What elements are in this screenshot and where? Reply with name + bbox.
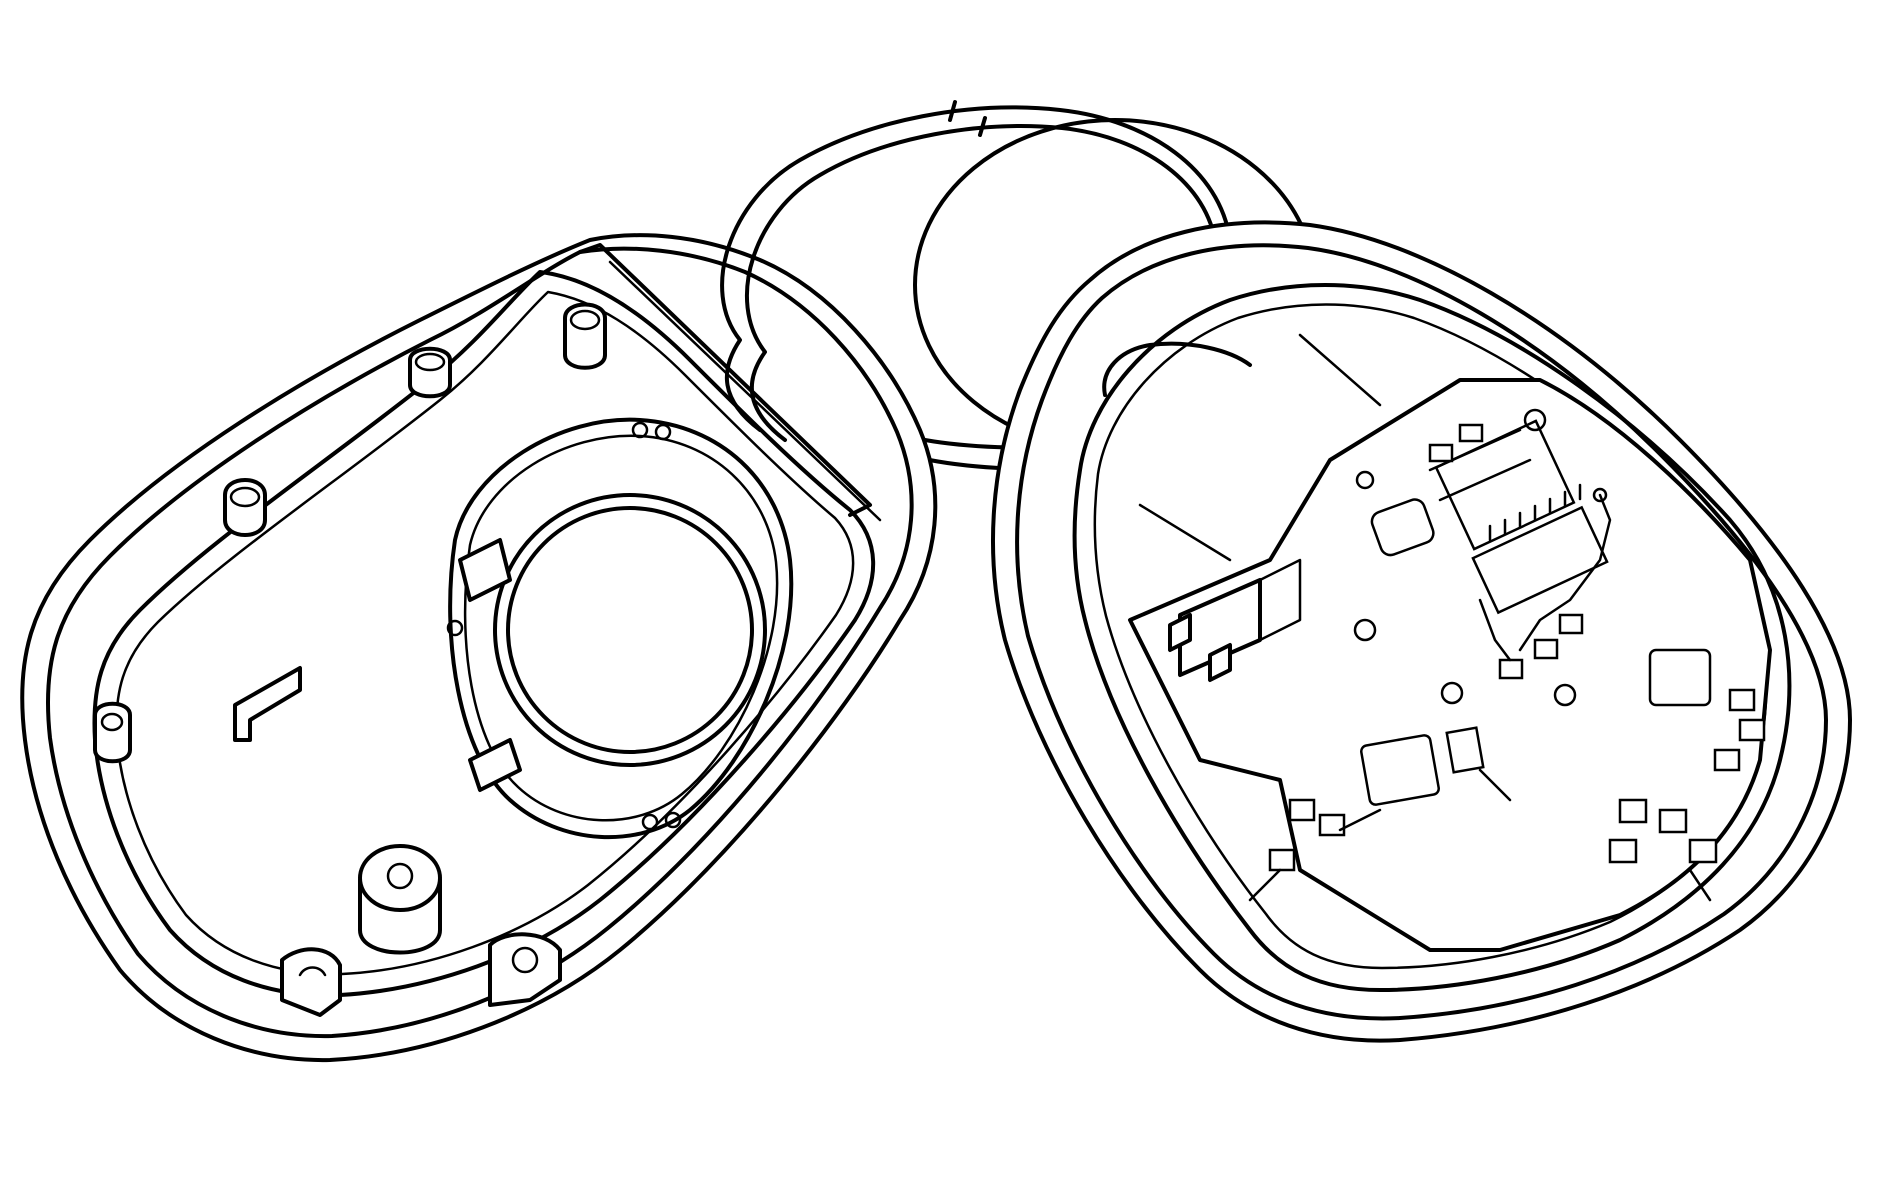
- traces: [1248, 493, 1712, 902]
- battery-clip-tab: [233, 666, 302, 742]
- mounting-post: [563, 302, 607, 370]
- circuit-board: [1128, 333, 1772, 952]
- ic-chip: [1471, 483, 1609, 615]
- mounting-post: [408, 346, 452, 399]
- ic-chip: [1428, 419, 1576, 551]
- test-points: [1353, 408, 1608, 707]
- snap-clip: [280, 947, 342, 1017]
- crystal-component: [1370, 498, 1435, 557]
- inductor-component: [1360, 726, 1485, 806]
- cylinder-post: [358, 844, 442, 955]
- mounting-post: [93, 701, 132, 764]
- smd-pads: [1268, 423, 1766, 872]
- connector-component: [1168, 558, 1302, 682]
- left-housing: [20, 233, 938, 1063]
- mounting-post: [223, 478, 267, 537]
- button-membrane: [446, 417, 794, 840]
- snap-clip: [488, 932, 562, 1007]
